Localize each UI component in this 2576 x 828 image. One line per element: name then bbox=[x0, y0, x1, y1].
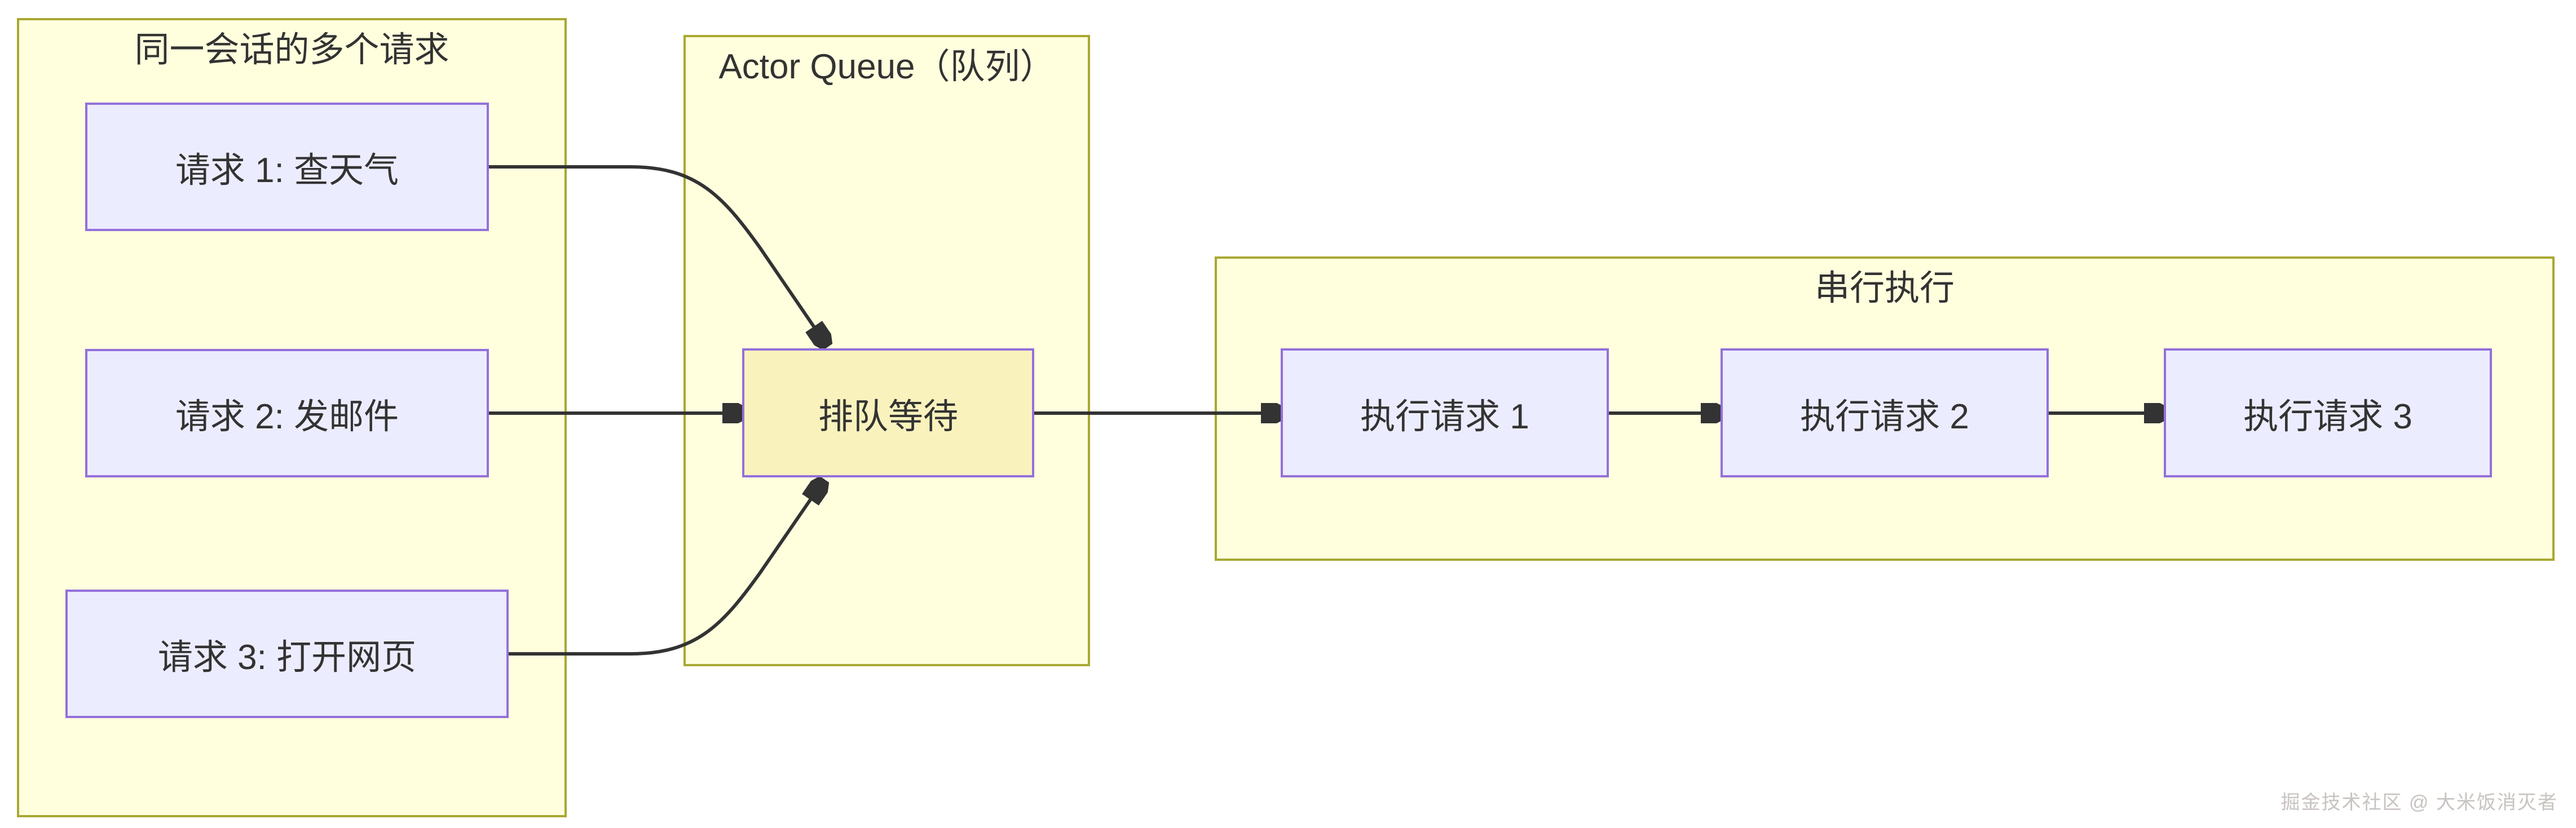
cluster-session-title: 同一会话的多个请求 bbox=[134, 30, 449, 69]
node-exec-1: 执行请求 1 bbox=[1281, 348, 1609, 477]
node-request-1-label: 请求 1: 查天气 bbox=[175, 151, 399, 190]
cluster-serial-title: 串行执行 bbox=[1814, 269, 1955, 308]
node-request-3-label: 请求 3: 打开网页 bbox=[157, 638, 417, 677]
node-exec-2-label: 执行请求 2 bbox=[1800, 397, 1969, 436]
node-queue-wait: 排队等待 bbox=[742, 348, 1034, 477]
node-request-1: 请求 1: 查天气 bbox=[85, 103, 489, 231]
node-request-2: 请求 2: 发邮件 bbox=[85, 349, 489, 477]
watermark: 掘金技术社区 @ 大米饭消灭者 bbox=[2281, 792, 2558, 813]
node-request-2-label: 请求 2: 发邮件 bbox=[175, 397, 399, 436]
node-exec-3-label: 执行请求 3 bbox=[2243, 397, 2412, 436]
cluster-actor-queue-title: Actor Queue（队列） bbox=[718, 47, 1055, 86]
node-queue-wait-label: 排队等待 bbox=[818, 397, 958, 436]
node-exec-2: 执行请求 2 bbox=[1721, 348, 2049, 477]
node-request-3: 请求 3: 打开网页 bbox=[65, 590, 509, 718]
node-exec-3: 执行请求 3 bbox=[2164, 348, 2492, 477]
node-exec-1-label: 执行请求 1 bbox=[1360, 397, 1529, 436]
